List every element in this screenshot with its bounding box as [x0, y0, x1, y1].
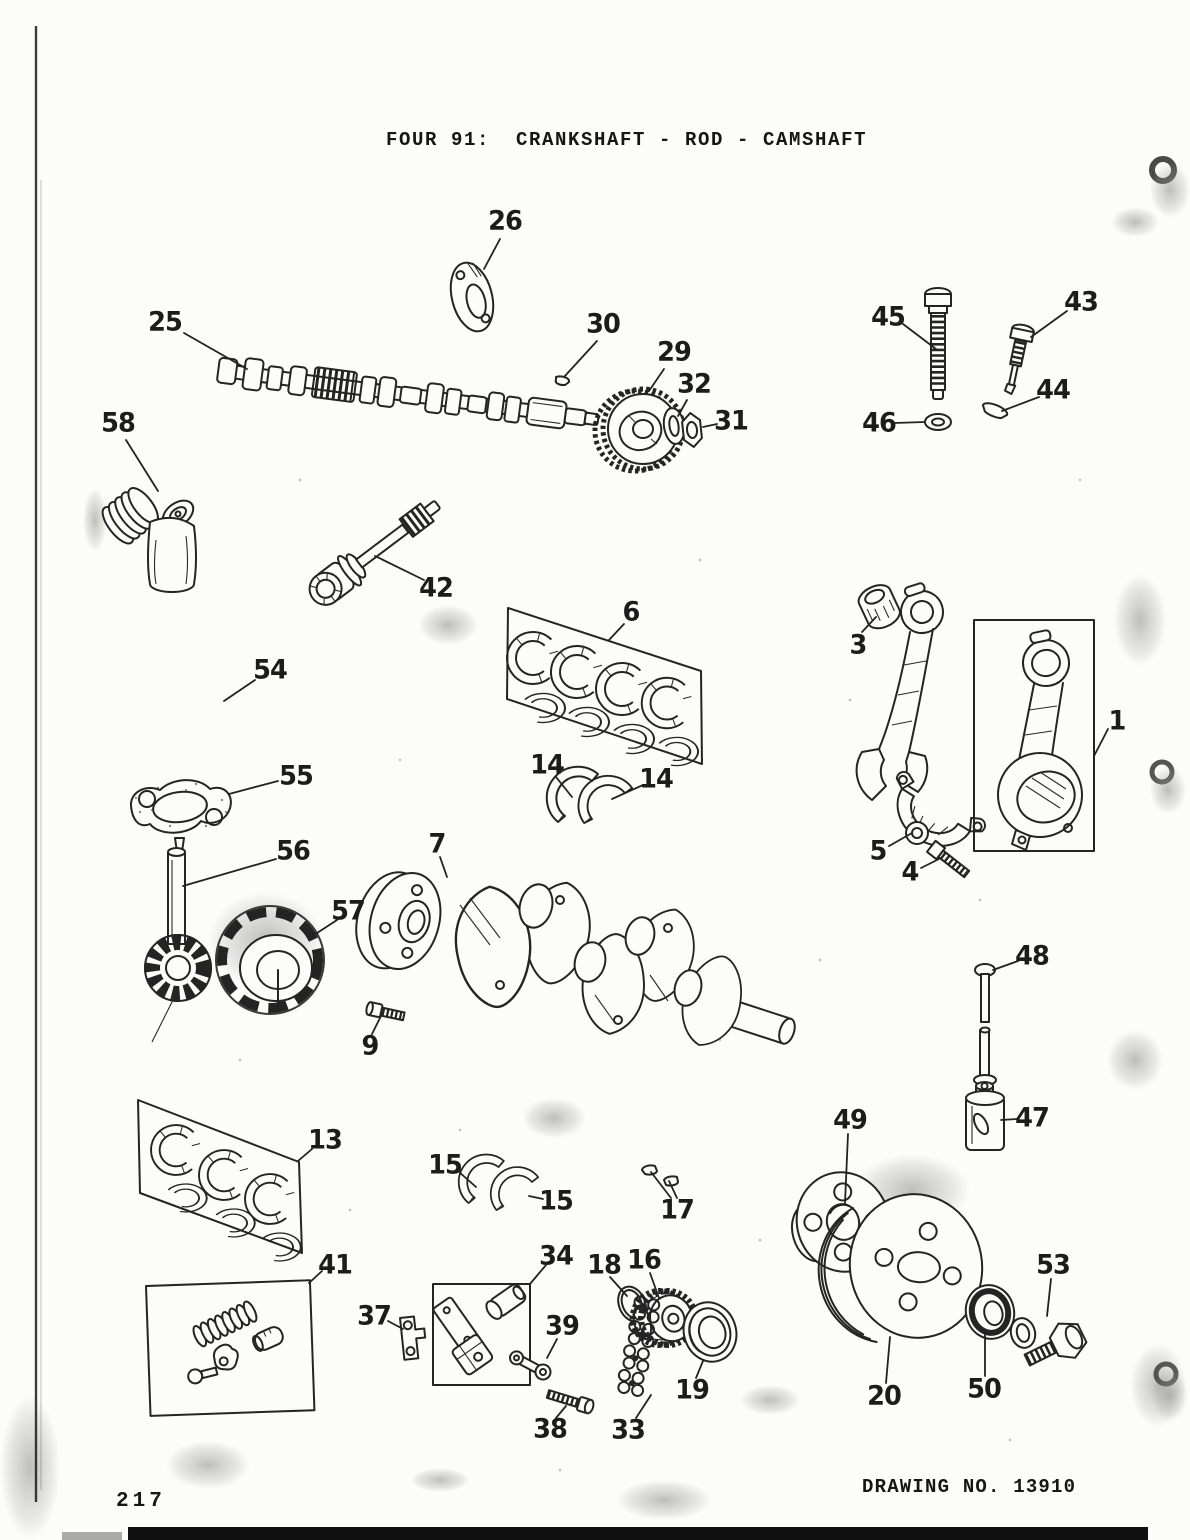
bracket-drawing: [399, 1315, 427, 1361]
lock-washer-drawing: [1009, 1317, 1037, 1349]
seal-drawing: [682, 1301, 738, 1363]
part-label-15-29: 15: [539, 1185, 574, 1217]
part-label-26-1: 26: [488, 205, 523, 237]
part-label-9-24: 9: [361, 1030, 380, 1062]
sprocket-nut-drawing: [681, 412, 703, 448]
part-label-17-30: 17: [660, 1194, 695, 1226]
part-label-53-38: 53: [1036, 1249, 1071, 1281]
part-label-50-43: 50: [967, 1373, 1002, 1405]
part-label-58-10: 58: [101, 407, 136, 439]
pump-shaft-gear-drawing: [144, 837, 212, 1043]
part-label-16-35: 16: [627, 1244, 662, 1276]
drawing-number: DRAWING NO. 13910: [862, 1476, 1077, 1498]
part-label-34-33: 34: [539, 1240, 574, 1272]
part-label-43-7: 43: [1064, 286, 1099, 318]
thrust-washer-drawing: [572, 768, 635, 834]
part-label-14-14: 14: [639, 763, 674, 795]
pump-drive-shaft-drawing: [308, 500, 441, 606]
part-label-48-25: 48: [1015, 940, 1050, 972]
bolt-45-drawing: [924, 287, 952, 400]
bearing-drawing: [964, 1284, 1016, 1340]
part-label-7-22: 7: [428, 828, 447, 860]
oil-fitting-drawing: [101, 487, 197, 593]
part-label-38-40: 38: [533, 1413, 568, 1445]
timing-chain-drawing: [617, 1295, 661, 1397]
bolt-38-drawing: [545, 1389, 595, 1415]
valve-pin-drawing: [973, 963, 997, 1086]
part-label-4-20: 4: [901, 856, 920, 888]
link-drawing: [509, 1350, 552, 1381]
leader-lines: [125, 238, 1109, 1419]
crankshaft-drawing: [355, 871, 796, 1054]
part-label-14-13: 14: [530, 749, 565, 781]
part-label-15-28: 15: [428, 1149, 463, 1181]
part-label-55-18: 55: [279, 760, 314, 792]
page-title: FOUR 91: CRANKSHAFT - ROD - CAMSHAFT: [386, 129, 868, 151]
part-label-6-12: 6: [622, 596, 641, 628]
connecting-rod-boxed-drawing: [973, 619, 1095, 852]
part-label-39-37: 39: [545, 1310, 580, 1342]
thrust-plate-drawing: [449, 261, 495, 333]
part-label-46-9: 46: [862, 407, 897, 439]
part-label-5-19: 5: [869, 835, 888, 867]
scan-artifacts: [34, 26, 1190, 1540]
part-label-30-2: 30: [586, 308, 621, 340]
part-label-54-17: 54: [253, 654, 288, 686]
rod-bearing-set-drawing: [495, 607, 708, 773]
relief-valve-kit-drawing: [145, 1279, 316, 1417]
part-label-29-3: 29: [657, 336, 692, 368]
thrust-washer-drawing: [486, 1161, 541, 1218]
part-label-13-27: 13: [308, 1124, 343, 1156]
valve-body-drawing: [965, 1081, 1005, 1151]
part-label-1-16: 1: [1108, 705, 1127, 737]
part-label-18-34: 18: [587, 1249, 622, 1281]
pulley-bolt-drawing: [1023, 1322, 1088, 1367]
crank-pulley-drawing: [817, 1193, 984, 1343]
key-44-drawing: [981, 402, 1009, 420]
chain-tensioner-kit-drawing: [432, 1283, 531, 1386]
part-label-31-5: 31: [714, 405, 749, 437]
part-label-37-36: 37: [357, 1300, 392, 1332]
part-label-47-26: 47: [1015, 1102, 1050, 1134]
scan-smudges: [0, 207, 1186, 1540]
page-number: 217: [116, 1490, 166, 1513]
main-bearing-set-drawing: [137, 1099, 310, 1268]
connecting-rod-exploded-drawing: [855, 582, 986, 879]
pump-rotor-drawing: [215, 905, 325, 1015]
part-label-3-15: 3: [849, 629, 868, 661]
part-label-45-6: 45: [871, 301, 906, 333]
key-drawing: [663, 1175, 679, 1187]
part-label-25-0: 25: [148, 306, 183, 338]
rod-bushing-drawing: [857, 584, 901, 630]
camshaft-drawing: [216, 356, 600, 430]
gasket-drawing: [129, 779, 232, 834]
part-label-32-4: 32: [677, 368, 712, 400]
part-label-20-42: 20: [867, 1380, 902, 1412]
bolt-43-drawing: [1004, 323, 1035, 395]
part-label-44-8: 44: [1036, 374, 1071, 406]
part-label-57-23: 57: [331, 895, 366, 927]
part-label-19-39: 19: [675, 1374, 710, 1406]
key-drawing: [641, 1164, 658, 1176]
part-label-56-21: 56: [276, 835, 311, 867]
key-drawing: [554, 375, 571, 387]
part-label-49-31: 49: [833, 1104, 868, 1136]
part-label-41-32: 41: [318, 1249, 353, 1281]
part-label-42-11: 42: [419, 572, 454, 604]
bolt-9-drawing: [365, 1001, 406, 1022]
washer-46-drawing: [924, 413, 952, 431]
part-label-33-41: 33: [611, 1414, 646, 1446]
